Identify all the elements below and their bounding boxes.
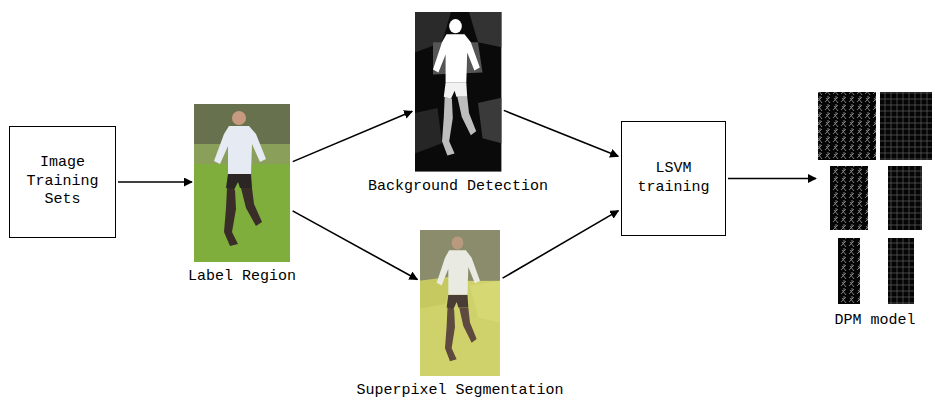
arrow-connector [503, 211, 619, 279]
image-panel: DPM model [818, 92, 932, 306]
image-panel: Background Detection [415, 12, 501, 172]
image-caption: Superpixel Segmentation [354, 382, 565, 400]
process-box: LSVM training [621, 121, 726, 236]
image-panel: Superpixel Segmentation [420, 230, 500, 376]
image-panel: Label Region [194, 104, 290, 262]
arrow-connector [293, 111, 412, 161]
arrow-connector [728, 178, 816, 180]
saliency-map [415, 12, 501, 172]
process-box: Image Training Sets [9, 126, 116, 238]
photo [194, 104, 290, 262]
image-caption: DPM model [832, 312, 917, 330]
box-label: LSVM training [630, 160, 717, 198]
dpm-filters [818, 92, 932, 304]
arrow-connector [293, 211, 418, 280]
image-caption: Background Detection [366, 178, 550, 196]
arrow-connector [504, 110, 618, 156]
box-label: Image Training Sets [18, 154, 107, 210]
arrow-connector [118, 181, 192, 183]
superpixel-map [420, 230, 500, 376]
image-caption: Label Region [186, 268, 298, 286]
